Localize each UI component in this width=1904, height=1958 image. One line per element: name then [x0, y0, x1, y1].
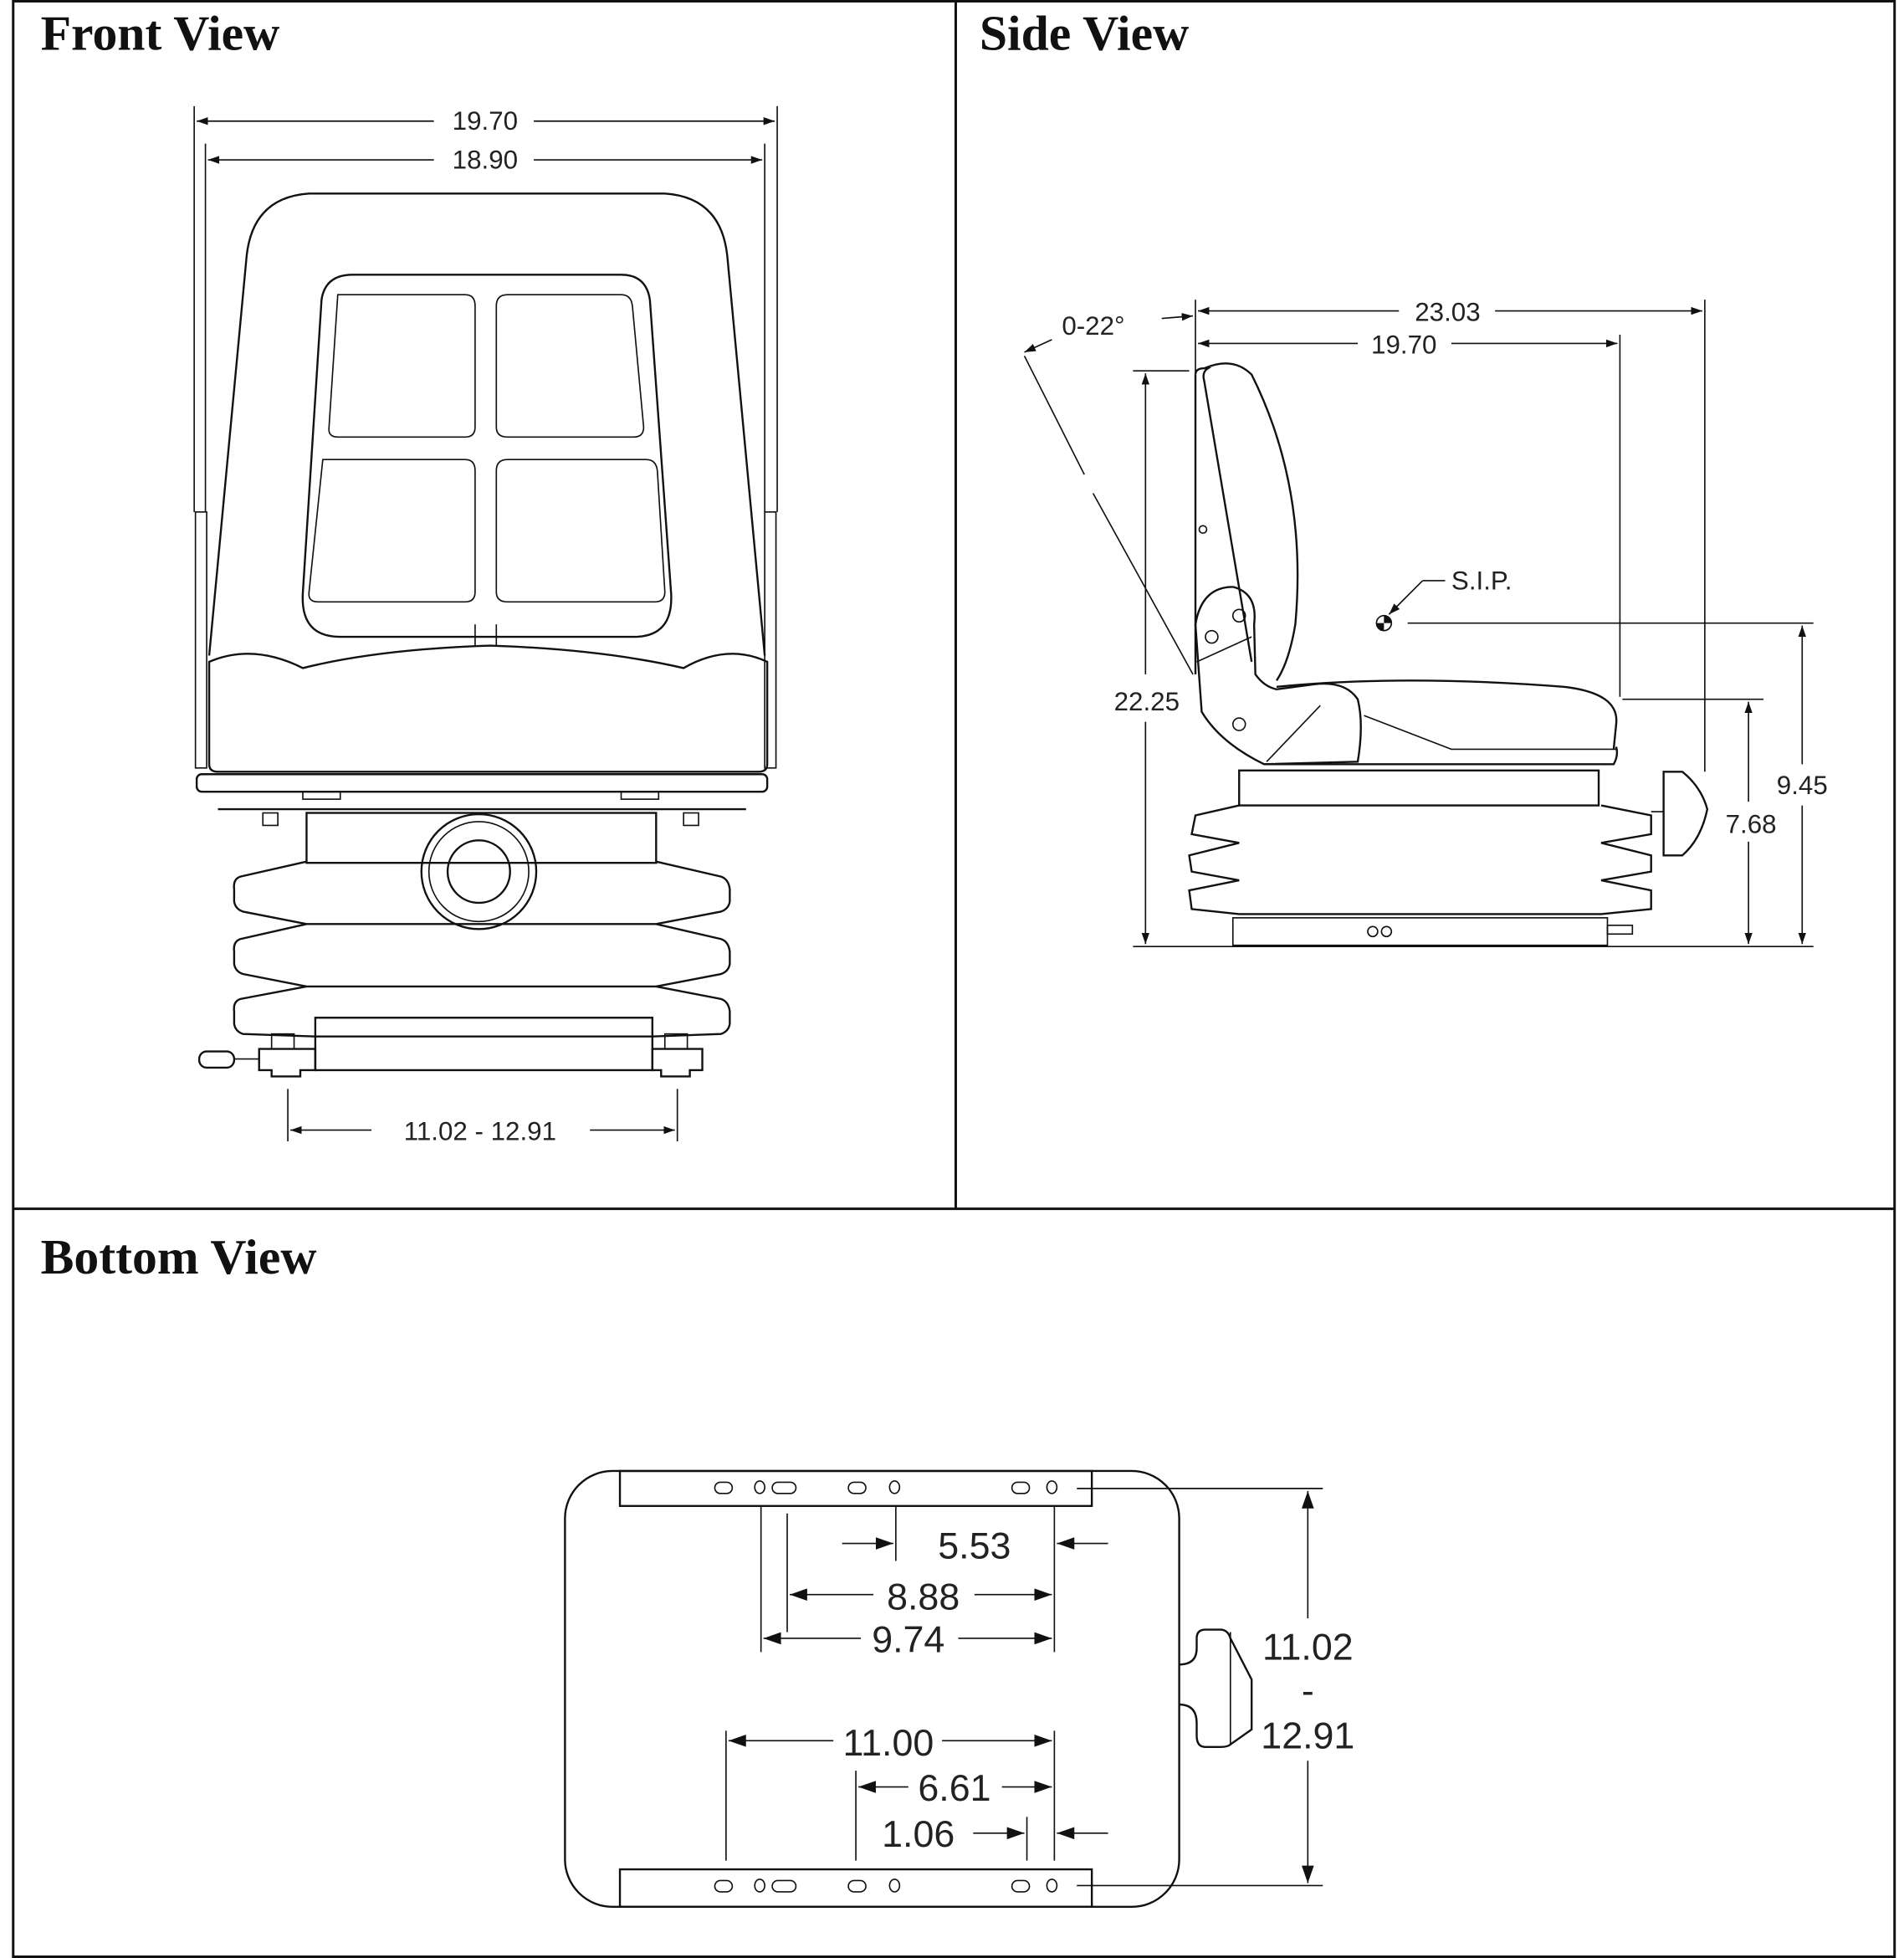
- seat-side-drawing: [1188, 362, 1709, 946]
- panel-frames: [12, 0, 1896, 1958]
- dimension-seat-height: 7.68: [1622, 698, 1777, 945]
- svg-text:0-22°: 0-22°: [1062, 311, 1124, 341]
- bottom-dimensions: 5.53 8.88 9.74 11.00 6.61 1.06 11.02: [725, 1488, 1354, 1887]
- svg-text:11.00: 11.00: [843, 1722, 934, 1764]
- svg-text:S.I.P.: S.I.P.: [1451, 566, 1512, 595]
- svg-text:9.74: 9.74: [872, 1618, 944, 1660]
- svg-text:-: -: [1302, 1670, 1314, 1712]
- side-view-panel: Side View 0-22° 23.03 19.70 22.25: [980, 6, 1828, 948]
- svg-text:11.02: 11.02: [1262, 1626, 1354, 1668]
- side-view-title: Side View: [980, 6, 1189, 61]
- svg-text:23.03: 23.03: [1415, 298, 1480, 327]
- svg-text:5.53: 5.53: [938, 1525, 1011, 1566]
- top-rail: [618, 1469, 1093, 1507]
- height-adjust-knob: [420, 812, 538, 930]
- svg-text:12.91: 12.91: [1261, 1715, 1354, 1756]
- dimension-sip-height: 9.45: [1407, 622, 1828, 945]
- svg-text:7.68: 7.68: [1726, 809, 1777, 838]
- sip-marker: S.I.P.: [1375, 566, 1512, 632]
- seat-front-drawing: [194, 192, 777, 1078]
- svg-text:6.61: 6.61: [918, 1767, 990, 1809]
- dimension-overall-height: 22.25: [1114, 370, 1814, 948]
- dimension-recline-angle: 0-22°: [1023, 311, 1194, 675]
- svg-text:8.88: 8.88: [887, 1576, 960, 1618]
- dimension-mount-range: 11.02 - 12.91: [287, 1089, 678, 1146]
- svg-text:22.25: 22.25: [1114, 687, 1180, 716]
- front-view-panel: Front View 19.70 18.90: [41, 6, 778, 1146]
- svg-text:18.90: 18.90: [453, 145, 518, 174]
- svg-text:19.70: 19.70: [453, 106, 518, 136]
- dimension-seat-depth: 19.70: [1197, 330, 1621, 697]
- svg-text:11.02 - 12.91: 11.02 - 12.91: [404, 1117, 556, 1146]
- front-view-title: Front View: [41, 6, 280, 61]
- dimension-overall-depth: 23.03: [1195, 298, 1706, 772]
- dimension-back-width: 18.90: [204, 143, 765, 512]
- bottom-view-title: Bottom View: [41, 1229, 317, 1284]
- svg-text:19.70: 19.70: [1371, 330, 1436, 359]
- dimension-overall-width: 19.70: [193, 105, 778, 512]
- bottom-rail: [618, 1868, 1093, 1909]
- svg-text:1.06: 1.06: [882, 1813, 955, 1855]
- svg-text:9.45: 9.45: [1777, 771, 1828, 800]
- bottom-view-panel: Bottom View 5.53: [41, 1229, 1354, 1909]
